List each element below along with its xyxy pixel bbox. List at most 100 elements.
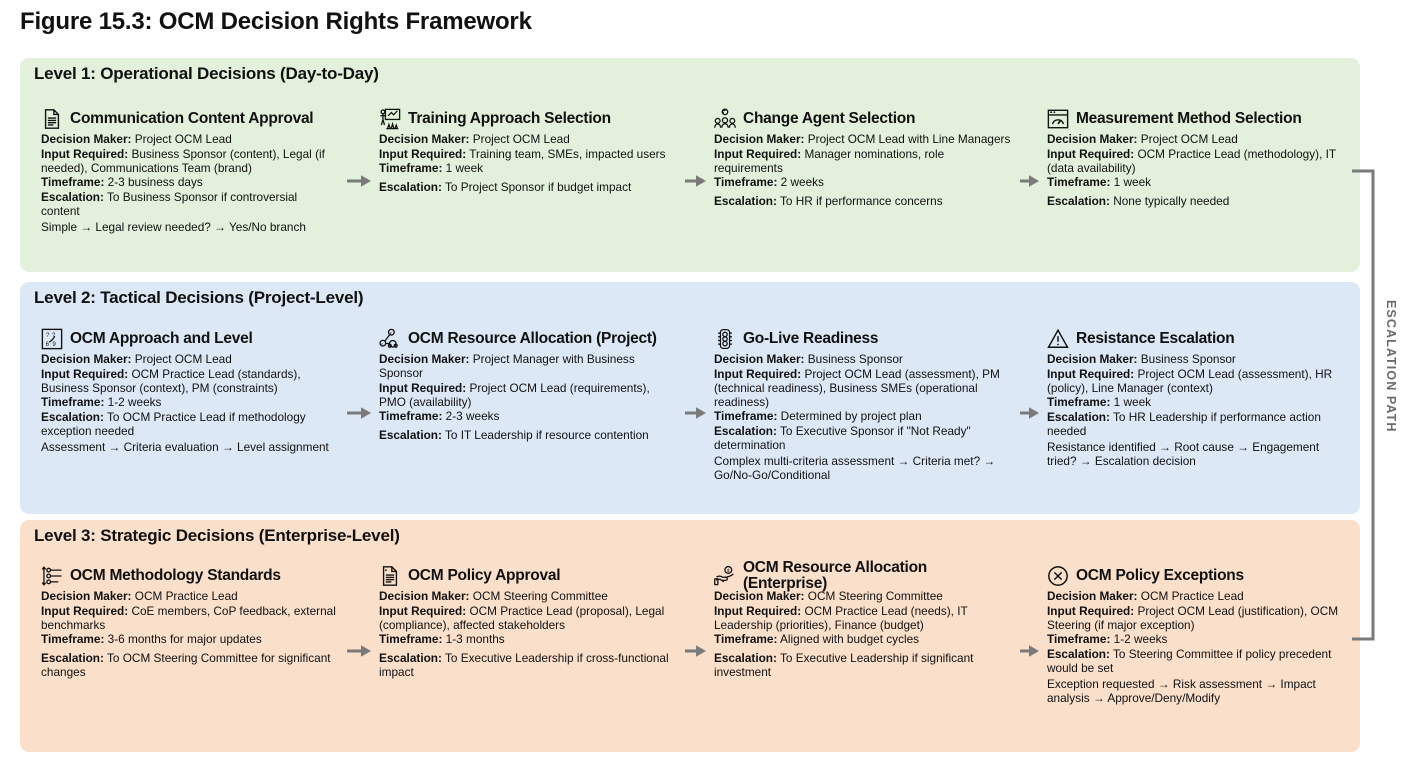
escalation-value: To OCM Practice Lead if methodology exce… <box>41 409 306 438</box>
page-title: Figure 15.3: OCM Decision Rights Framewo… <box>20 8 532 35</box>
decision-maker-value: Project OCM Lead <box>134 352 232 366</box>
timeframe-row: Timeframe: 1-3 months <box>379 632 677 646</box>
card-header: Resistance Escalation <box>1047 327 1347 351</box>
input-required-value: Project OCM Lead (assessment), PM (techn… <box>714 366 1000 409</box>
timeframe-label: Timeframe: <box>1047 632 1111 647</box>
escalation-label: Escalation: <box>41 650 104 665</box>
card-header: OCM Methodology Standards <box>41 564 339 588</box>
hand-money-icon: $ <box>714 565 736 587</box>
input-required-label: Input Required: <box>379 380 467 395</box>
escalation-label: Escalation: <box>1047 646 1110 661</box>
input-required-label: Input Required: <box>1047 603 1135 618</box>
decision-maker-row: Decision Maker: OCM Steering Committee <box>379 589 677 603</box>
input-required-value: Training team, SMEs, impacted users <box>469 146 666 161</box>
escalation-value: To HR if performance concerns <box>780 193 943 208</box>
card-title: OCM Policy Approval <box>408 566 561 584</box>
card-header: OCM Policy Approval <box>379 564 677 588</box>
input-required-value: OCM Practice Lead (needs), IT Leadership… <box>714 603 968 632</box>
decision-maker-value: Project OCM Lead with Line Managers <box>807 132 1011 146</box>
level-band-2: Level 2: Tactical Decisions (Project-Lev… <box>20 282 1360 514</box>
input-required-label: Input Required: <box>41 146 129 161</box>
flow-arrow-right <box>685 172 706 190</box>
change-agents-icon <box>714 108 736 130</box>
input-required-value: Manager nominations, role requirements <box>714 146 945 175</box>
input-required-label: Input Required: <box>714 603 802 618</box>
timeframe-label: Timeframe: <box>379 632 443 647</box>
level-band-3: Level 3: Strategic Decisions (Enterprise… <box>20 520 1360 752</box>
decision-maker-value: Project OCM Lead <box>472 132 570 146</box>
escalation-value: To HR Leadership if performance action n… <box>1047 409 1321 438</box>
escalation-value: None typically needed <box>1113 193 1230 208</box>
flow-sequence: Simple → Legal review needed? → Yes/No b… <box>41 219 306 234</box>
decision-maker-row: Decision Maker: Project Manager with Bus… <box>379 352 677 380</box>
training-board-icon <box>379 108 401 130</box>
flow-arrow-right <box>1020 404 1039 422</box>
escalation-row: Escalation: To Executive Leadership if c… <box>379 651 677 679</box>
escalation-row: Escalation: None typically needed <box>1047 194 1347 208</box>
timeframe-value: 1-2 weeks <box>107 395 162 410</box>
decision-maker-value: OCM Practice Lead <box>1140 589 1244 603</box>
level-3-title: Level 3: Strategic Decisions (Enterprise… <box>34 526 400 545</box>
input-required-label: Input Required: <box>1047 366 1135 381</box>
escalation-value: To IT Leadership if resource contention <box>445 427 649 442</box>
flow-arrow-right <box>1020 642 1039 660</box>
escalation-value: To Executive Sponsor if "Not Ready" dete… <box>714 423 971 452</box>
escalation-row: Escalation: To IT Leadership if resource… <box>379 428 677 442</box>
decision-maker-value: Project OCM Lead <box>1140 132 1238 146</box>
escalation-label: Escalation: <box>714 650 777 665</box>
escalation-label: Escalation: <box>379 427 442 442</box>
input-required-label: Input Required: <box>714 366 802 381</box>
card-body: Decision Maker: Project OCM Lead with Li… <box>714 132 1012 208</box>
svg-text:c: c <box>381 341 383 346</box>
card-title: OCM Resource Allocation (Enterprise) <box>743 559 928 592</box>
escalation-value: To Executive Leadership if significant i… <box>714 650 974 679</box>
circle-x-icon <box>1047 565 1069 587</box>
level-2-title: Level 2: Tactical Decisions (Project-Lev… <box>34 288 364 307</box>
decision-maker-label: Decision Maker: <box>379 589 470 603</box>
decision-maker-row: Decision Maker: Business Sponsor <box>1047 352 1347 366</box>
decision-maker-row: Decision Maker: Business Sponsor <box>714 352 1012 366</box>
svg-text:?: ? <box>52 333 56 339</box>
decision-card[interactable]: $OCM Resource Allocation (Enterprise)Dec… <box>707 559 1019 742</box>
flow-sequence: Assessment → Criteria evaluation → Level… <box>41 439 329 454</box>
timeframe-value: 1-2 weeks <box>1113 632 1168 647</box>
decision-maker-label: Decision Maker: <box>379 132 470 146</box>
input-required-value: OCM Practice Lead (standards), Business … <box>41 366 301 395</box>
level-band-1: Level 1: Operational Decisions (Day-to-D… <box>20 58 1360 272</box>
escalation-value: To Executive Leadership if cross-functio… <box>379 650 669 679</box>
card-title: OCM Methodology Standards <box>70 566 281 584</box>
svg-text:c: c <box>390 330 392 335</box>
card-title: Resistance Escalation <box>1076 329 1235 347</box>
decision-maker-value: Project OCM Lead <box>134 132 232 146</box>
timeframe-label: Timeframe: <box>41 632 105 647</box>
card-title: Go-Live Readiness <box>743 329 879 347</box>
escalation-path-bracket <box>1352 168 1378 647</box>
input-required-label: Input Required: <box>714 146 802 161</box>
decision-maker-label: Decision Maker: <box>1047 352 1138 366</box>
decision-maker-row: Decision Maker: Project OCM Lead <box>1047 132 1347 146</box>
input-required-value: OCM Practice Lead (methodology), IT (dat… <box>1047 146 1336 175</box>
card-header: Training Approach Selection <box>379 107 677 131</box>
input-required-value: Project OCM Lead (requirements), PMO (av… <box>379 380 650 409</box>
escalation-row: Escalation: To Business Sponsor if contr… <box>41 190 339 218</box>
document-icon <box>41 108 63 130</box>
input-required-value: Project OCM Lead (justification), OCM St… <box>1047 603 1339 632</box>
escalation-row: Escalation: To OCM Practice Lead if meth… <box>41 410 339 438</box>
